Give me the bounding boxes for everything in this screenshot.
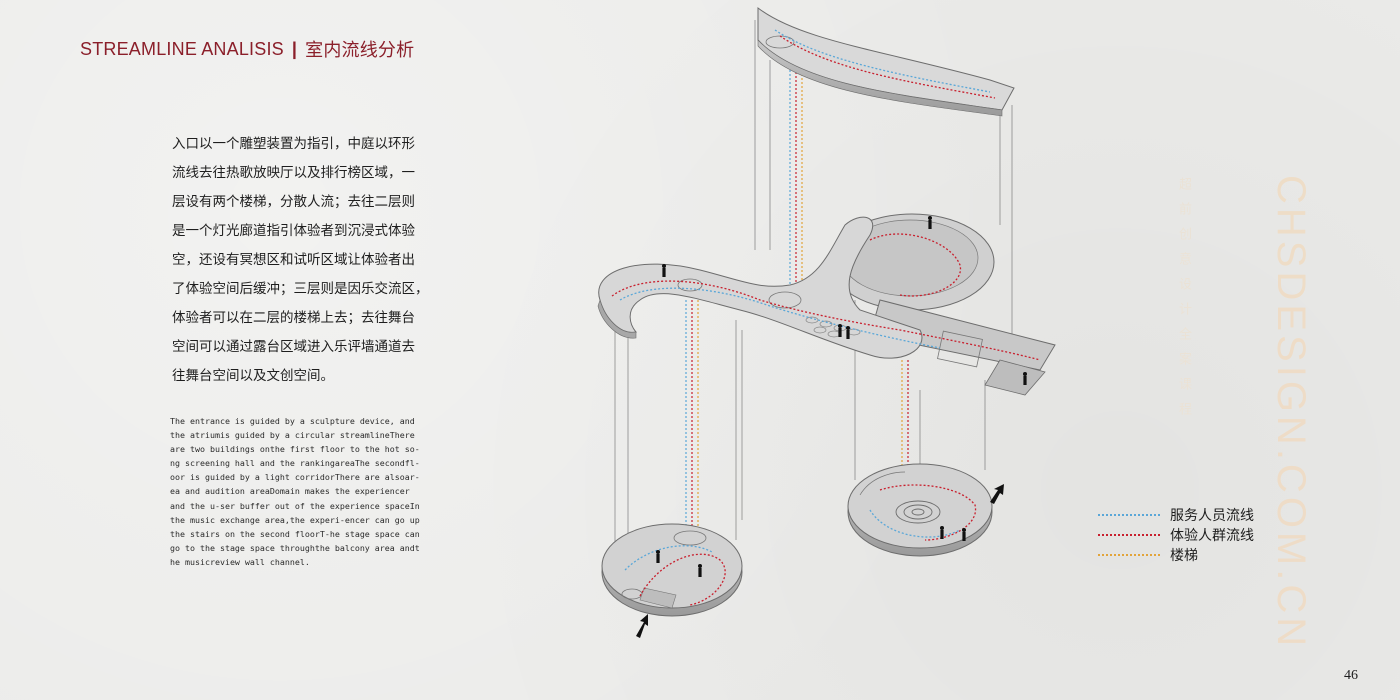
legend-swatch-red <box>1098 534 1160 536</box>
brand-watermark: CHSDESIGN.COM.CN 超前创意设计全案课程 <box>1176 175 1313 650</box>
human-figures <box>656 216 1027 577</box>
entrance-arrow-icon <box>636 614 648 638</box>
en-line: oor is guided by a light corridorThere a… <box>170 472 420 483</box>
en-line: go to the stage space throughthe balcony… <box>170 542 420 553</box>
second-floor-plate <box>597 213 1056 396</box>
legend-item-visitors: 体验人群流线 <box>1098 525 1254 545</box>
en-line: ea and audition areaDomain makes the exp… <box>170 486 410 497</box>
en-line: ng screening hall and the rankingareaThe… <box>170 458 420 469</box>
first-floor-plate-left <box>601 523 743 617</box>
legend-swatch-orange <box>1098 554 1160 556</box>
cn-line: 往舞台空间以及文创空间。 <box>172 368 334 384</box>
legend: 服务人员流线 体验人群流线 楼梯 <box>1098 505 1254 565</box>
cn-line: 入口以一个雕塑装置为指引，中庭以环形 <box>172 136 415 152</box>
en-line: The entrance is guided by a sculpture de… <box>170 416 415 426</box>
legend-label: 服务人员流线 <box>1170 508 1254 524</box>
exit-arrow-icon <box>990 484 1004 504</box>
axonometric-circulation-diagram <box>597 6 1056 638</box>
en-line: he musicreview wall channel. <box>170 556 310 567</box>
legend-swatch-blue <box>1098 514 1160 516</box>
watermark-domain: CHSDESIGN.COM.CN <box>1269 175 1313 651</box>
legend-item-service-staff: 服务人员流线 <box>1098 505 1254 525</box>
floor-connector-lines <box>614 20 1013 560</box>
cn-line: 空间可以通过露台区域进入乐评墙通道去 <box>172 339 415 355</box>
first-floor-plate-right <box>847 463 993 557</box>
cn-line: 层设有两个楼梯，分散人流；去往二层则 <box>172 194 415 210</box>
page-number: 46 <box>1344 668 1358 683</box>
en-line: the atriumis guided by a circular stream… <box>170 430 415 441</box>
page-title: STREAMLINE ANALISIS | 室内流线分析 <box>80 36 414 62</box>
en-line: the stairs on the second floorT-he stage… <box>170 528 420 539</box>
cn-line: 是一个灯光廊道指引体验者到沉浸式体验 <box>172 223 415 239</box>
description-chinese: 入口以一个雕塑装置为指引，中庭以环形 流线去往热歌放映厅以及排行榜区域，一 层设… <box>172 130 434 391</box>
watermark-slogan: 超前创意设计全案课程 <box>1176 177 1191 427</box>
cn-line: 体验者可以在二层的楼梯上去；去往舞台 <box>172 310 415 326</box>
cn-line: 空，还设有冥想区和试听区域让体验者出 <box>172 252 415 268</box>
title-cn: 室内流线分析 <box>305 40 415 60</box>
title-separator: | <box>291 38 298 59</box>
description-english: The entrance is guided by a sculpture de… <box>170 414 420 569</box>
legend-item-stairs: 楼梯 <box>1098 545 1254 565</box>
en-line: the music exchange area,the experi-encer… <box>170 514 420 525</box>
en-line: and the u-ser buffer out of the experien… <box>170 500 420 511</box>
legend-label: 体验人群流线 <box>1170 528 1254 544</box>
title-en: STREAMLINE ANALISIS <box>80 38 284 59</box>
cn-line: 了体验空间后缓冲；三层则是因乐交流区， <box>172 281 429 297</box>
legend-label: 楼梯 <box>1170 548 1198 564</box>
cn-line: 流线去往热歌放映厅以及排行榜区域，一 <box>172 165 415 181</box>
en-line: are two buildings onthe first floor to t… <box>170 444 420 455</box>
third-floor-plate <box>757 6 1015 117</box>
